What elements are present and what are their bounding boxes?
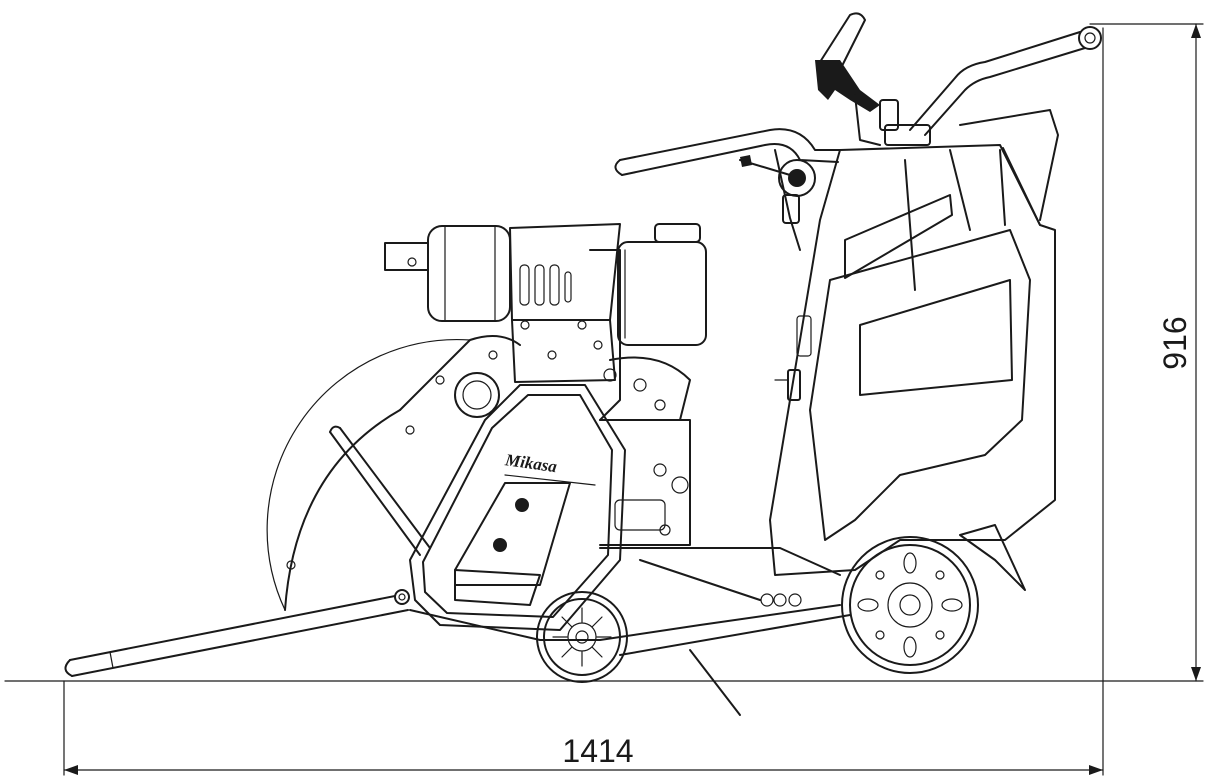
- handle-bars: [614, 12, 1102, 251]
- belt-cover: Mikasa: [409, 384, 626, 631]
- chassis-frame: [409, 547, 851, 716]
- engine-block: [384, 223, 707, 546]
- width-dimension-label: 1414: [562, 733, 633, 769]
- front-wheel: [536, 591, 628, 683]
- width-arrow-left: [64, 765, 78, 775]
- height-arrow-bottom: [1191, 667, 1201, 681]
- rear-body-cover: [769, 109, 1059, 576]
- dimension-lines: [4, 23, 1204, 776]
- height-dimension-label: 916: [1157, 316, 1193, 369]
- rear-wheel: [841, 524, 1026, 674]
- height-arrow-top: [1191, 24, 1201, 38]
- front-guide-arm: [329, 425, 431, 556]
- blade-guard: [266, 335, 521, 611]
- width-arrow-right: [1089, 765, 1103, 775]
- front-pointer-bar: [64, 589, 410, 677]
- blade-arc-icon: [266, 338, 471, 611]
- brand-logo: Mikasa: [503, 450, 559, 476]
